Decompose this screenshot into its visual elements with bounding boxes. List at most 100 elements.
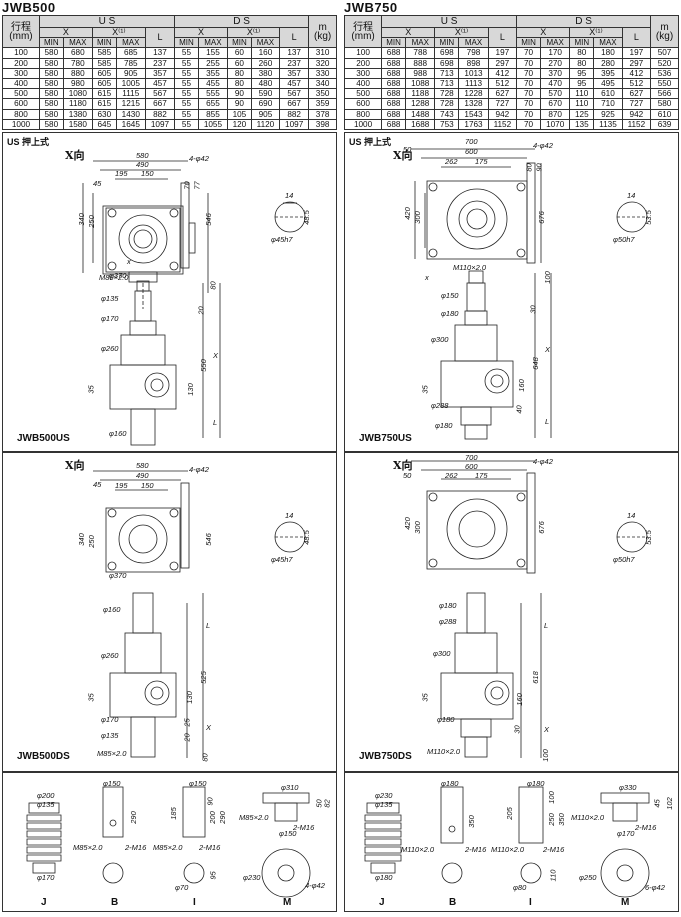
table-cell: 785 [115,57,146,69]
m-d230: φ230 [243,873,261,882]
dim-14: 14 [627,191,636,200]
table-cell: 639 [650,118,679,131]
l-header: L [621,26,652,49]
dim-d300: φ300 [431,335,449,344]
dim-490: 490 [136,471,149,480]
dim-700: 700 [465,137,478,146]
jwb500-column: JWB500 行程(mm) U S D S m(kg) X X⁽¹⁾ L X X… [2,0,337,917]
table-cell: 55 [174,118,199,131]
table-cell: 1180 [62,98,93,110]
table-cell: 688 [381,78,407,90]
label-B: B [111,897,119,908]
dim-shaft: φ50h7 [613,235,635,244]
table-cell: 110 [569,88,595,100]
table-cell: 80 [569,57,595,69]
table-cell: 1645 [115,118,146,131]
dim-40: 40 [514,405,524,414]
table-cell: 90 [227,98,252,110]
dim-300: 300 [412,521,422,534]
model-label: JWB750DS [359,751,412,762]
dim-d260: φ260 [101,344,119,353]
dim-676: 676 [536,521,546,534]
i-95: 95 [208,871,218,880]
dim-m110: M110×2.0 [453,263,487,272]
table-cell: 357 [144,67,176,80]
table-cell: 727 [487,98,518,110]
label-J: J [379,897,385,908]
table-cell: 1380 [62,108,93,120]
table-cell: 495 [593,78,623,90]
accessories-drawing [364,786,650,898]
table-cell: 120 [227,118,252,131]
section-title: US 押上式 [7,137,50,147]
table-cell: 355 [197,67,229,80]
dim-L: L [206,621,211,630]
table-cell: 105 [227,108,252,120]
table-cell: 55 [174,47,199,59]
x-direction-label: X向 [65,459,85,472]
table-cell: 580 [650,98,679,110]
m-d170: φ170 [617,829,635,838]
dim-100: 100 [542,271,552,284]
i-d80: φ80 [513,883,527,892]
table-cell: 710 [593,98,623,110]
x-direction-label: X向 [65,149,85,162]
table-cell: 1328 [458,98,489,110]
dim-580: 580 [136,461,149,470]
min-header: MIN [174,37,199,49]
dim-holes: 4-φ42 [189,465,209,474]
table-cell: 942 [621,108,652,120]
table-cell: 500 [343,88,383,100]
x-note-header: X⁽¹⁾ [227,26,281,39]
table-cell: 905 [250,108,281,120]
dim-x: x [425,273,429,282]
table-cell: 600 [2,98,40,110]
table-cell: 370 [539,67,571,80]
dim-600: 600 [465,147,478,156]
table-cell: 197 [487,47,518,59]
dim-d260: φ260 [101,651,119,660]
dim-shaft: φ45h7 [271,235,293,244]
table-cell: 160 [250,47,281,59]
table-cell: 605 [91,67,117,80]
table-cell: 627 [487,88,518,100]
table-cell: 630 [91,108,117,120]
dim-14: 14 [285,511,294,520]
max-header: MAX [539,37,571,49]
dim-holes: 4-φ42 [533,141,553,150]
dim-490: 490 [136,160,149,169]
table-cell: 688 [381,47,407,59]
table-cell: 170 [539,47,571,59]
m-m16: 2-M16 [293,823,315,832]
table-cell: 280 [593,57,623,69]
table-cell: 1188 [405,88,436,100]
j-d135: φ135 [375,800,393,809]
dim-30: 30 [528,305,538,314]
label-I: I [193,897,196,908]
dim-14: 14 [285,191,294,200]
table-cell: 1000 [2,118,40,131]
label-J: J [41,897,47,908]
table-cell: 688 [381,118,407,131]
table-cell: 688 [381,88,407,100]
dim-262: 262 [445,157,458,166]
b-350: 350 [466,815,476,828]
l-header: L [487,26,518,49]
dim-d180: φ180 [439,601,457,610]
table-cell: 55 [174,88,199,100]
accessories-panel: φ230 φ135 φ180 φ180 350 M110×2.0 2-M16 φ… [344,772,679,912]
table-cell: 297 [487,57,518,69]
dim-150: 150 [141,481,154,490]
dim-250: 250 [86,535,96,548]
min-header: MIN [227,37,252,49]
ds-header: D S [516,15,652,28]
table-cell: 536 [650,67,679,80]
table-cell: 55 [174,57,199,69]
model-label: JWB500US [17,433,70,444]
model-label: JWB750US [359,433,412,444]
dim-160: 160 [516,379,526,392]
b-m85: M85×2.0 [73,843,103,852]
min-header: MIN [381,37,407,49]
